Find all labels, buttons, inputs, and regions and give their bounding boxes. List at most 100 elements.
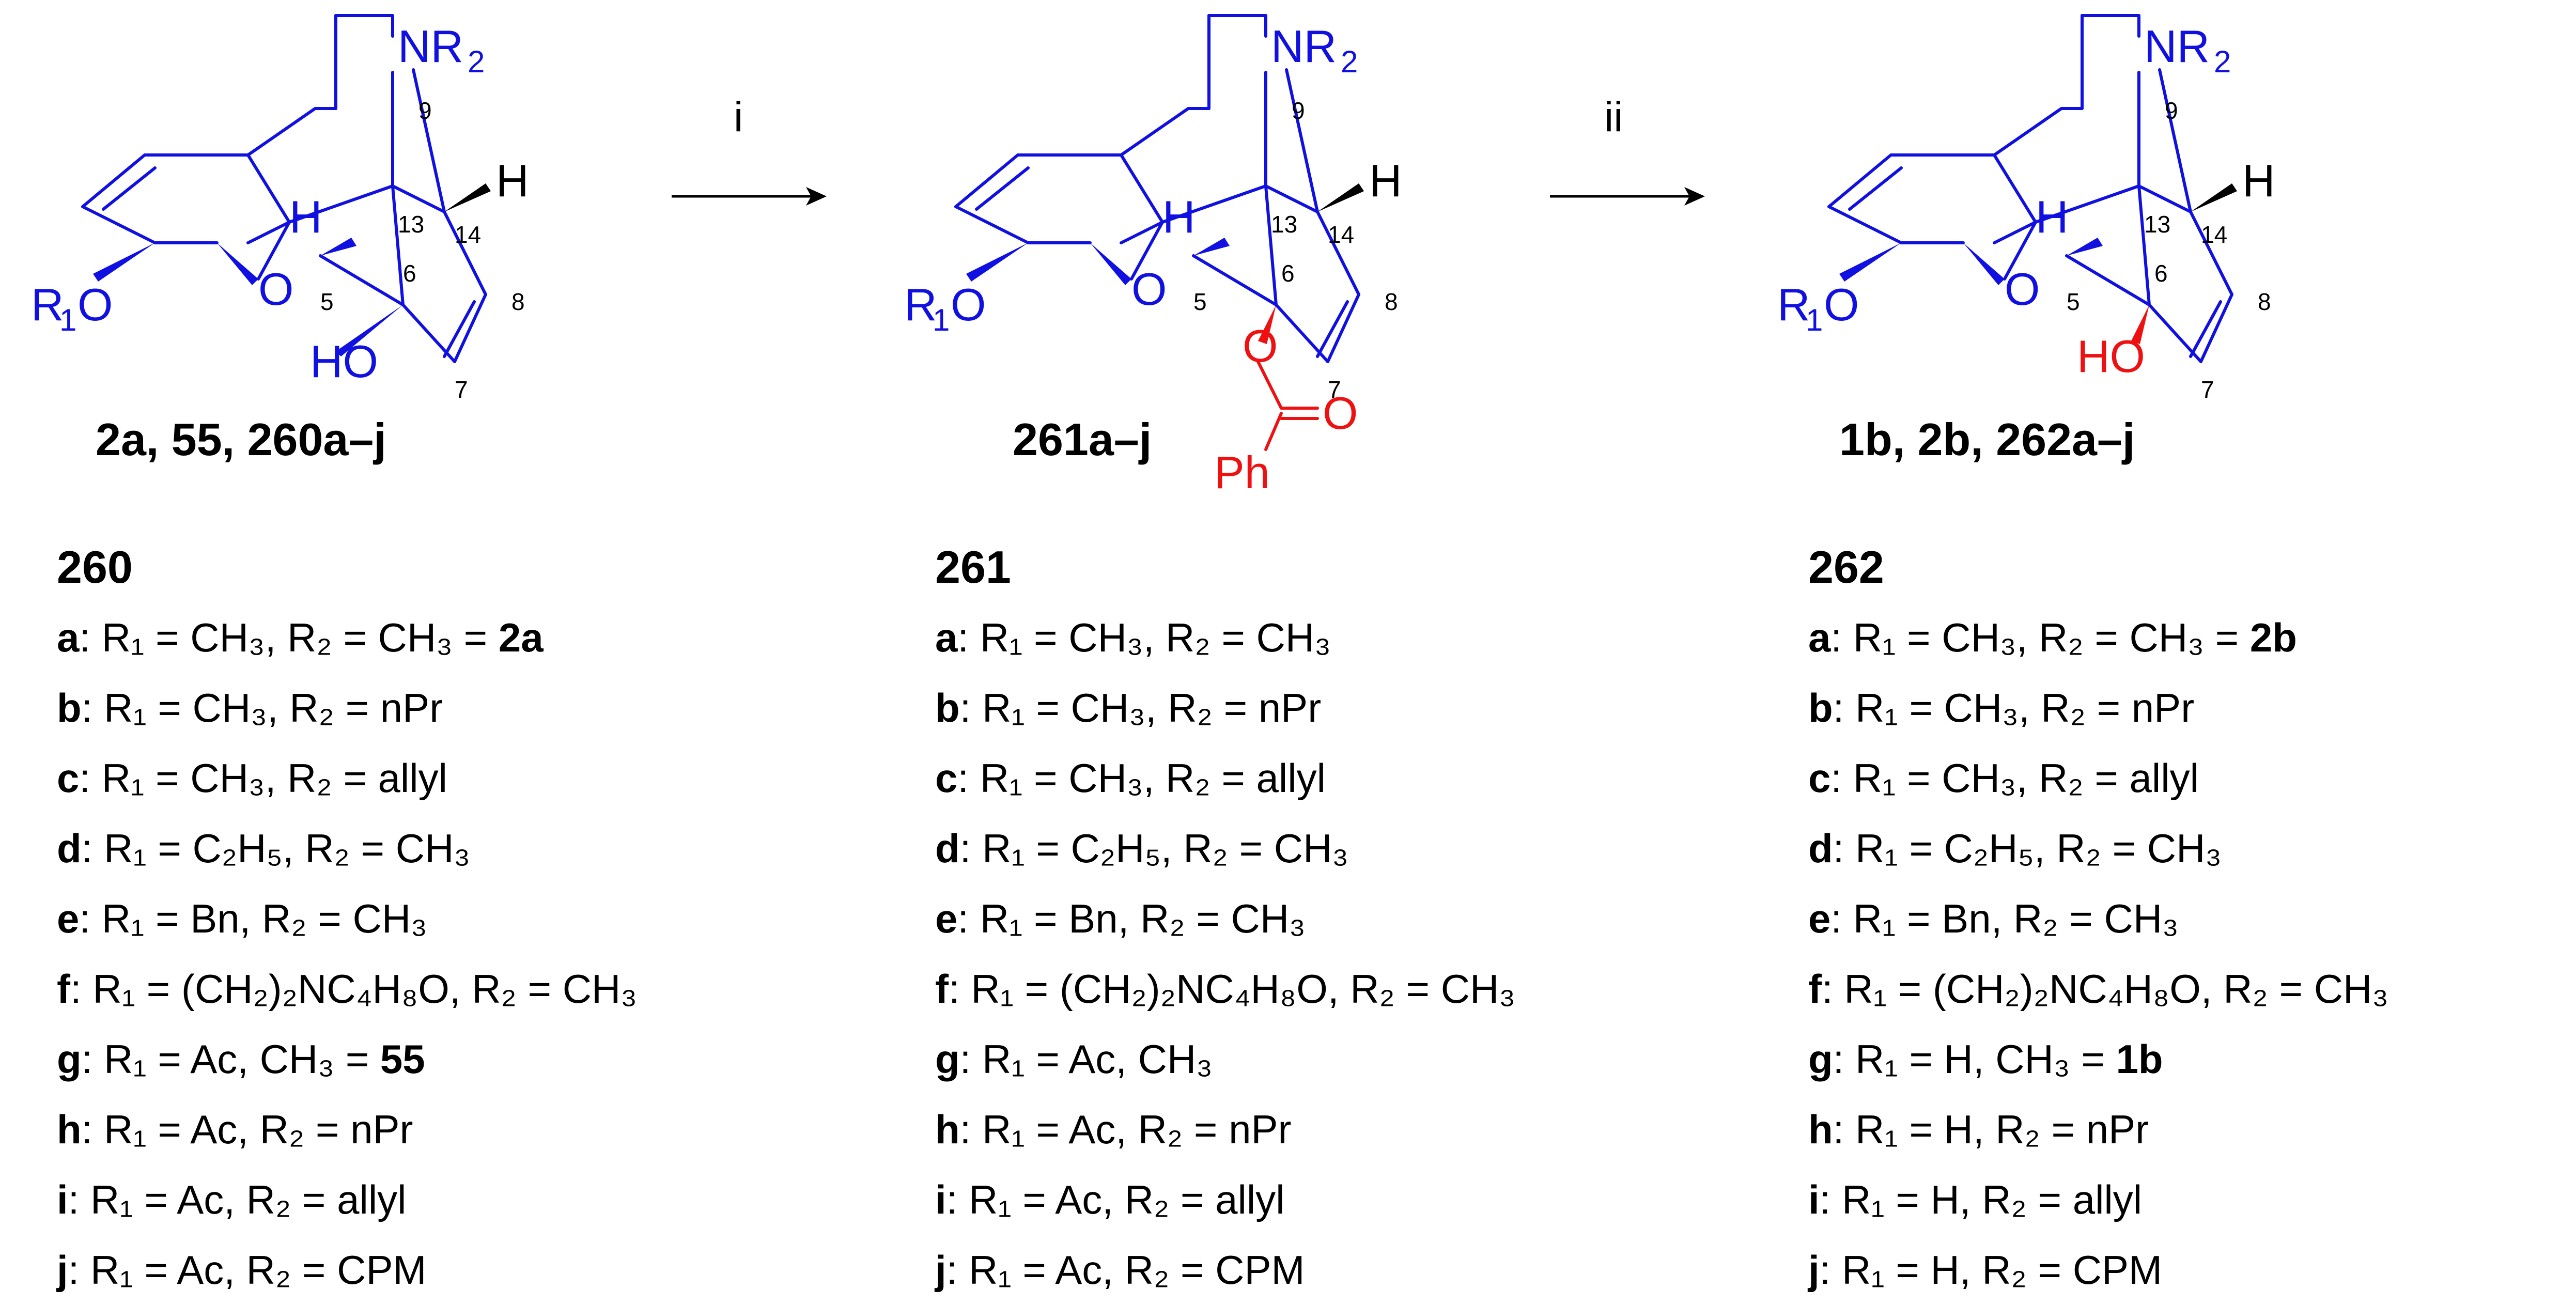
table-row: d: R₁ = C₂H₅, R₂ = CH₃ [1808, 813, 2388, 883]
condition-ii: ii [1604, 94, 1623, 141]
row-text: : R₁ = CH₃, R₂ = CH₃ = [79, 615, 499, 660]
table-row: h: R₁ = Ac, R₂ = nPr [57, 1094, 637, 1164]
r1-label: R [31, 279, 64, 330]
svg-text:2: 2 [468, 44, 485, 79]
table-row: h: R₁ = H, R₂ = nPr [1808, 1094, 2388, 1164]
row-text: : R₁ = Ac, R₂ = allyl [68, 1177, 407, 1222]
table-row: i: R₁ = Ac, R₂ = allyl [935, 1164, 1515, 1235]
ring-oxygen-label: O [1131, 263, 1167, 315]
row-text: : R₁ = Ac, CH₃ [959, 1036, 1213, 1082]
table-row: i: R₁ = H, R₂ = allyl [1808, 1164, 2388, 1235]
row-text: : R₁ = Ac, CH₃ = [81, 1036, 380, 1082]
row-key: i [1808, 1177, 1820, 1222]
svg-text:H: H [1162, 191, 1196, 242]
table-row: b: R₁ = CH₃, R₂ = nPr [935, 673, 1515, 743]
row-text: : R₁ = CH₃, R₂ = nPr [1833, 685, 2195, 731]
row-text: : R₁ = CH₃, R₂ = CH₃ [957, 615, 1331, 660]
row-key: f [935, 966, 949, 1012]
row-ref: 55 [380, 1036, 425, 1082]
row-text: : R₁ = C₂H₅, R₂ = CH₃ [1833, 826, 2222, 871]
row-key: b [1808, 685, 1833, 731]
row-key: e [57, 896, 80, 941]
table-row: c: R₁ = CH₃, R₂ = allyl [57, 743, 637, 813]
svg-text:1: 1 [59, 303, 76, 337]
row-text: : R₁ = Bn, R₂ = CH₃ [957, 896, 1306, 941]
row-ref: 1b [2116, 1036, 2163, 1082]
substituent-table-260: 260 a: R₁ = CH₃, R₂ = CH₃ = 2a b : R₁ = CH₃… [57, 532, 637, 1305]
table-row: f: R₁ = (CH₂)₂NC₄H₈O, R₂ = CH₃ [57, 954, 637, 1024]
row-text: : R₁ = C₂H₅, R₂ = CH₃ [959, 826, 1349, 871]
table-row: g: R₁ = Ac, CH₃ = 55 [57, 1024, 637, 1094]
ring-oxygen-label: O [258, 263, 293, 315]
table-row: f: R₁ = (CH₂)₂NC₄H₈O, R₂ = CH₃ [1808, 954, 2388, 1024]
table-header: 261 [935, 541, 1011, 593]
row-key: a [935, 615, 958, 660]
svg-text:8: 8 [1385, 288, 1398, 315]
svg-text:O: O [77, 279, 113, 330]
row-text: : R₁ = H, R₂ = allyl [1819, 1177, 2143, 1222]
ester-oxygen-label: O [1243, 320, 1278, 371]
structure-262: NR 2 R 1 O O H H HO 9 13 14 5 6 8 7 [1777, 14, 2275, 403]
table-row: c: R₁ = CH₃, R₂ = allyl [1808, 743, 2388, 813]
reaction-arrow-1 [672, 187, 827, 206]
row-key: a [1808, 615, 1831, 660]
table-row: b: R₁ = CH₃, R₂ = nPr [1808, 673, 2388, 743]
table-row: d: R₁ = C₂H₅, R₂ = CH₃ [57, 813, 637, 883]
svg-text:O: O [951, 279, 986, 330]
row-key: b [57, 685, 82, 731]
table-row: j: R₁ = H, R₂ = CPM [1808, 1235, 2388, 1305]
carbonyl-oxygen-label: O [1323, 387, 1358, 439]
row-key: h [57, 1107, 82, 1152]
ring-oxygen-label: O [2005, 263, 2040, 315]
table-row: a: R₁ = CH₃, R₂ = CH₃ = 2b [1808, 602, 2388, 673]
row-key: i [935, 1177, 946, 1222]
structure-261: NR 2 R 1 O O H H O O Ph 9 13 14 5 6 8 7 [904, 14, 1402, 496]
row-key: a [57, 615, 80, 660]
row-key: j [935, 1247, 946, 1293]
svg-text:O: O [1824, 279, 1859, 330]
table-row: g: R₁ = Ac, CH₃ [935, 1024, 1515, 1094]
table-row: e: R₁ = Bn, R₂ = CH₃ [1808, 883, 2388, 954]
row-key: f [1808, 966, 1822, 1012]
svg-text:H: H [289, 191, 322, 242]
condition-i: i [734, 94, 743, 141]
row-text: : R₁ = H, R₂ = CPM [1819, 1247, 2163, 1293]
svg-text:8: 8 [511, 288, 525, 315]
svg-text:14: 14 [455, 221, 481, 248]
row-key: d [935, 826, 960, 871]
r1-label: R [1777, 279, 1810, 330]
row-text: : R₁ = Ac, R₂ = nPr [81, 1107, 413, 1152]
amine-label: NR [1271, 21, 1337, 72]
table-row: a: R₁ = CH₃, R₂ = CH₃ = 2a [57, 602, 637, 673]
svg-text:5: 5 [1193, 288, 1207, 315]
svg-text:2: 2 [2214, 44, 2231, 79]
svg-text:8: 8 [2258, 288, 2271, 315]
svg-text:9: 9 [1292, 97, 1305, 124]
row-key: d [57, 826, 82, 871]
table-header: 260 [57, 541, 133, 593]
row-ref: 2b [2249, 615, 2297, 660]
row-key: j [57, 1247, 68, 1293]
compound-label-261: 261a–j [1013, 414, 1152, 465]
svg-text:13: 13 [2144, 211, 2170, 238]
row-text: : R₁ = Ac, R₂ = CPM [946, 1247, 1305, 1293]
svg-text:7: 7 [1328, 376, 1341, 403]
row-text: : R₁ = CH₃, R₂ = nPr [959, 685, 1322, 731]
table-row: e: R₁ = Bn, R₂ = CH₃ [935, 883, 1515, 954]
svg-text:9: 9 [418, 97, 432, 124]
row-text: : R₁ = (CH₂)₂NC₄H₈O, R₂ = CH₃ [70, 966, 638, 1012]
svg-text:1: 1 [1806, 303, 1823, 337]
amine-label: NR [2144, 21, 2210, 72]
table-row: c: R₁ = CH₃, R₂ = allyl [935, 743, 1515, 813]
row-key: c [57, 755, 80, 801]
svg-text:13: 13 [1271, 211, 1297, 238]
row-text: : R₁ = Ac, R₂ = CPM [68, 1247, 427, 1293]
svg-text:6: 6 [403, 260, 416, 287]
row-key: d [1808, 826, 1833, 871]
h14-label: H [2242, 155, 2275, 206]
row-key: f [57, 966, 70, 1012]
table-row: j: R₁ = Ac, R₂ = CPM [57, 1235, 637, 1305]
row-key: h [1808, 1107, 1833, 1152]
svg-text:14: 14 [2201, 221, 2227, 248]
table-row: d: R₁ = C₂H₅, R₂ = CH₃ [935, 813, 1515, 883]
